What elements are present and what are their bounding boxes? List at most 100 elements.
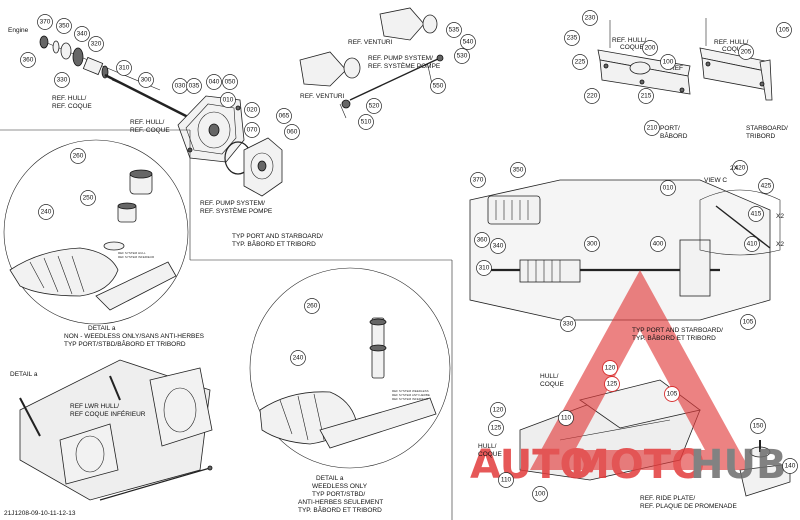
callout-circle-r360 <box>474 232 490 248</box>
callout-number-c550: 550 <box>433 83 444 90</box>
callout-circle-r140 <box>782 458 798 474</box>
callout-circle-r330 <box>560 316 576 332</box>
label-detail-b-2: WEEDLESS ONLY <box>312 483 368 490</box>
label-engine: Engine <box>8 27 29 34</box>
label-view-c: VIEW C <box>704 177 727 184</box>
callout-number-c350: 350 <box>59 23 70 30</box>
callout-number-c310: 310 <box>119 65 130 72</box>
callout-circle-r110 <box>558 410 574 426</box>
callout-number-c300: 300 <box>141 77 152 84</box>
watermark-triangle-logo <box>530 270 750 470</box>
callout-circle-c510 <box>358 114 374 130</box>
callout-number-c535: 535 <box>449 27 460 34</box>
callout-circle-c040 <box>206 74 222 90</box>
callout-number-c030: 030 <box>175 83 186 90</box>
callout-circle-c240b <box>290 350 306 366</box>
label-ref-pump-2: REF. SYSTÈME POMPE <box>200 206 273 215</box>
callout-number-c240b: 240 <box>293 355 304 362</box>
callout-circle-c340 <box>74 26 90 42</box>
callout-circle-r105 <box>740 314 756 330</box>
callout-circle-c225 <box>572 54 588 70</box>
callout-number-r370: 370 <box>473 177 484 184</box>
callout-circle-r350 <box>510 162 526 178</box>
callout-circle-c220 <box>584 88 600 104</box>
callout-number-c035: 035 <box>189 83 200 90</box>
callout-number-c260: 260 <box>73 153 84 160</box>
label-hull-coque-1: HULL/ <box>540 373 559 380</box>
hull-section <box>469 179 781 321</box>
label-tiny-2: REF SYSTEM INFERIEUR <box>118 255 155 259</box>
callout-number-r415: 415 <box>751 211 762 218</box>
callout-circle-c320 <box>88 36 104 52</box>
callout-circle-r100 <box>532 486 548 502</box>
label-tiny-3: REF SYSTEM WEEDLESS <box>392 389 429 393</box>
callout-circle-r105b <box>664 386 680 402</box>
callout-number-c060: 060 <box>287 129 298 136</box>
label-ride-plate-2: REF. PLAQUE DE PROMENADE <box>640 503 737 510</box>
callout-number-c520: 520 <box>369 103 380 110</box>
label-starboard-2: TRIBORD <box>746 133 776 140</box>
label-ref-hull-r2: REF. HULL/ <box>714 39 749 46</box>
watermark-text-hub: HUB <box>690 442 786 488</box>
detail-circle-weedless <box>249 267 451 469</box>
callout-circle-r410 <box>744 236 760 252</box>
label-venturi-a: REF. VENTURI <box>348 39 393 46</box>
callout-number-c330: 330 <box>57 77 68 84</box>
label-ref-lwr-hull-2: REF COQUE INFÉRIEUR <box>70 409 146 418</box>
callout-number-c540: 540 <box>463 39 474 46</box>
callout-circle-c360 <box>20 52 36 68</box>
label-ref-lwr-hull-1: REF LWR HULL/ <box>70 403 119 410</box>
label-ref-pump-1: REF. PUMP SYSTEM/ <box>200 200 265 207</box>
callout-circle-r400 <box>650 236 666 252</box>
callout-number-c530: 530 <box>457 53 468 60</box>
callout-number-r300: 300 <box>587 241 598 248</box>
label-tiny-4: REF SYSTEM ANTI HERBE <box>392 393 430 397</box>
label-typ-port-r2: TYP. BÂBORD ET TRIBORD <box>632 333 716 342</box>
label-ref-hull-r1: REF. HULL/ <box>612 37 647 44</box>
callout-circle-c310 <box>116 60 132 76</box>
label-tiny-1: REF SYSTEM HULL <box>118 251 146 255</box>
label-ref-hull-r2b: COQUE <box>722 46 747 53</box>
callout-circle-r110b <box>498 472 514 488</box>
callout-number-r110: 110 <box>561 415 572 422</box>
label-detail-a-left: DETAIL a <box>10 371 38 378</box>
callout-number-r105: 105 <box>743 319 754 326</box>
callout-circle-r415 <box>748 206 764 222</box>
bracket-port <box>597 20 691 95</box>
callout-number-r330: 330 <box>563 321 574 328</box>
callout-number-c205: 205 <box>741 49 752 56</box>
footer-code: 21J1208-09-10-11-12-13 <box>4 510 76 517</box>
pump-housing <box>177 95 283 197</box>
callout-circle-c520 <box>366 98 382 114</box>
coupling-stack <box>39 35 191 120</box>
label-ref-hull-top: REF. HULL/ <box>52 95 87 102</box>
callout-number-c360: 360 <box>23 57 34 64</box>
callout-number-r010: 010 <box>663 185 674 192</box>
callout-number-r140: 140 <box>785 463 796 470</box>
watermark-text-auto: AUTO <box>470 442 594 488</box>
label-detail-b-1: DETAIL a <box>316 475 344 482</box>
label-hull-coque-3: HULL/ <box>478 443 497 450</box>
callout-circle-c035 <box>186 78 202 94</box>
label-port-1: PORT/ <box>660 125 680 132</box>
label-typ-port-1: TYP PORT AND STARBOARD/ <box>232 233 323 240</box>
callout-number-r310: 310 <box>479 265 490 272</box>
callout-circle-c020 <box>244 102 260 118</box>
callout-circle-c060 <box>284 124 300 140</box>
callout-circle-c535 <box>446 22 462 38</box>
callout-number-r150: 150 <box>753 423 764 430</box>
watermark: AUTO MOTO HUB <box>470 270 786 488</box>
callout-number-r350: 350 <box>513 167 524 174</box>
callout-circle-c235 <box>564 30 580 46</box>
detail-lower-left <box>19 359 213 501</box>
callout-circle-c300 <box>138 72 154 88</box>
callout-number-c250: 250 <box>83 195 94 202</box>
callout-circle-c200 <box>642 40 658 56</box>
label-starboard-1: STARBOARD/ <box>746 125 788 132</box>
callout-number-c370: 370 <box>40 19 51 26</box>
label-ride-plate-1: REF. RIDE PLATE/ <box>640 495 695 502</box>
callout-number-c105r: 105 <box>779 27 790 34</box>
label-typ-port-2: TYP. BÂBORD ET TRIBORD <box>232 239 316 248</box>
callout-circle-c210 <box>644 120 660 136</box>
